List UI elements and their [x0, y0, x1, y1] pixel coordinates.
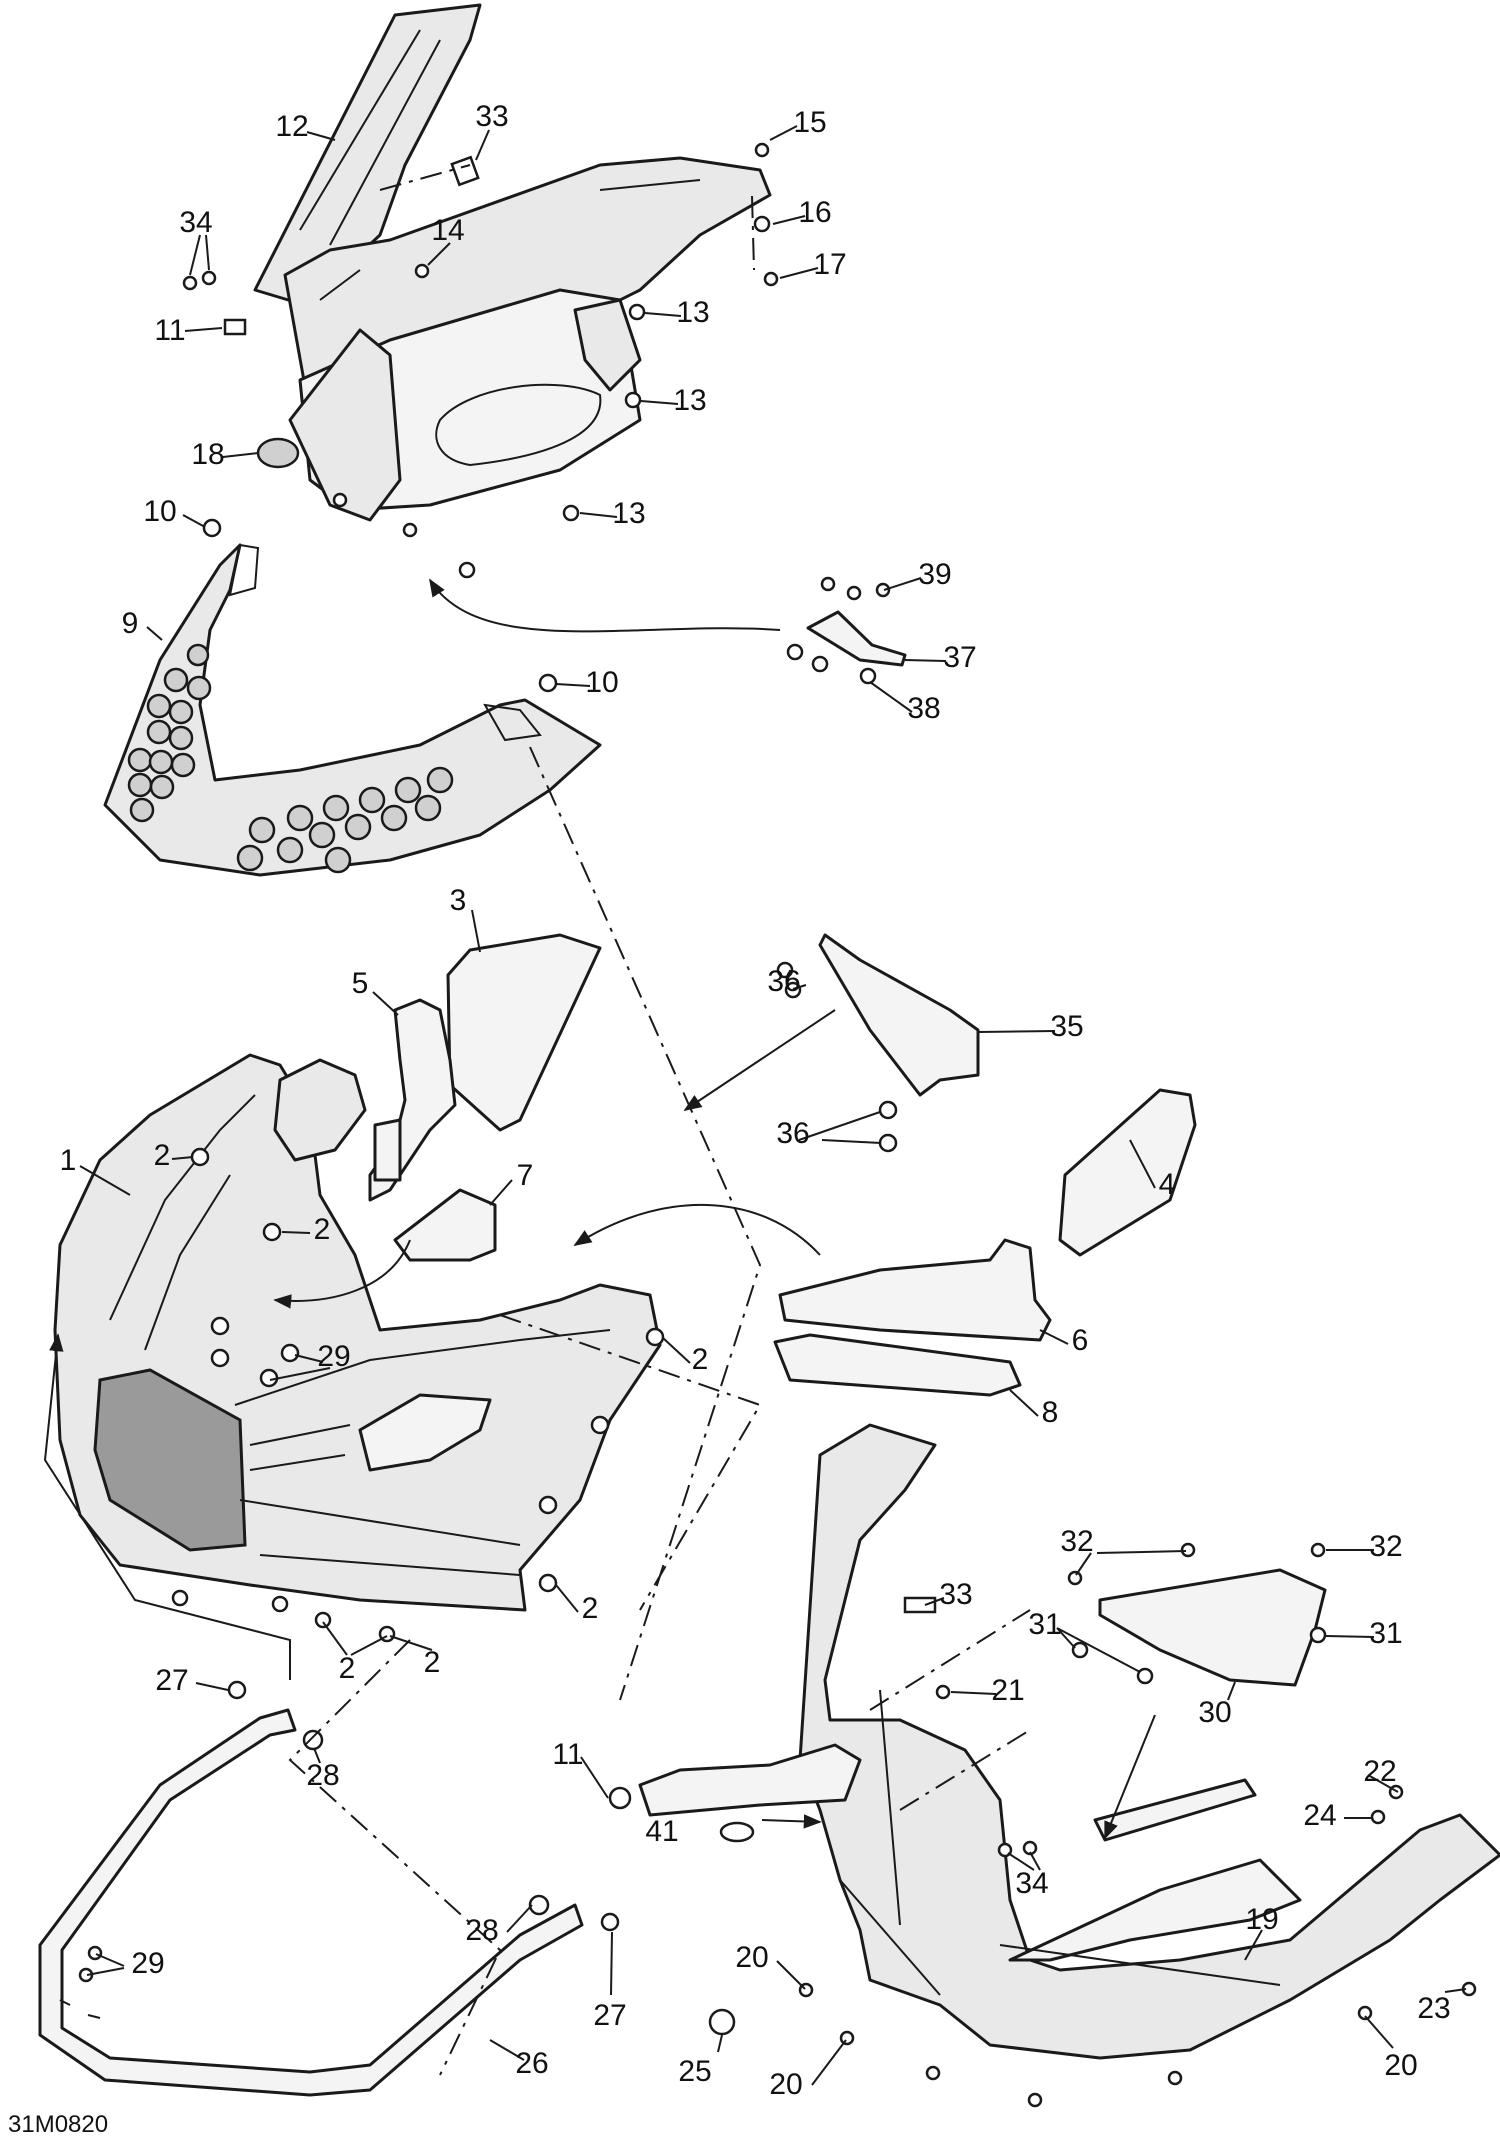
callout-12: 12 [275, 110, 308, 143]
washer-16 [753, 215, 771, 233]
callout-3: 3 [450, 884, 467, 917]
pad-7 [393, 1188, 497, 1262]
callout-11: 11 [154, 314, 185, 347]
callout-15: 15 [793, 106, 826, 139]
callout-37: 37 [943, 641, 976, 674]
callout-17: 17 [813, 248, 846, 281]
callout-20: 20 [1384, 2049, 1417, 2082]
callout-2: 2 [692, 1343, 709, 1376]
callout-26: 26 [515, 2047, 548, 2080]
rivet-34b [201, 270, 217, 286]
callout-28: 28 [465, 1914, 498, 1947]
callout-39: 39 [918, 558, 951, 591]
foam-pads [368, 933, 1197, 1397]
deflector-hardware [202, 518, 558, 693]
front-bumper [38, 1680, 620, 2097]
callout-22: 22 [1363, 1755, 1396, 1788]
callout-19: 19 [1245, 1903, 1278, 1936]
callout-4: 4 [1159, 1168, 1176, 1201]
callout-20: 20 [769, 2068, 802, 2101]
callout-41: 41 [645, 1815, 678, 1848]
upper-dash-panel [253, 3, 772, 522]
screw-17 [763, 271, 779, 287]
nut-13e [402, 522, 418, 538]
assembly-lines [43, 164, 1156, 2076]
clip-33-upper [450, 155, 480, 187]
skid-plate-30 [1067, 1542, 1327, 1687]
grille-mesh [93, 1368, 247, 1552]
bracket-37 [786, 576, 907, 685]
callout-35: 35 [1050, 1010, 1083, 1043]
callout-30: 30 [1198, 1696, 1231, 1729]
callout-1: 1 [60, 1144, 77, 1177]
callout-10: 10 [143, 495, 176, 528]
callout-33: 33 [939, 1578, 972, 1611]
callout-2: 2 [339, 1652, 356, 1685]
callout-27: 27 [593, 1999, 626, 2032]
callout-23: 23 [1417, 1992, 1450, 2025]
callout-20: 20 [735, 1941, 768, 1974]
pad-3 [446, 933, 602, 1132]
callout-2: 2 [582, 1592, 599, 1625]
pad-5-lower [373, 1118, 402, 1182]
callout-24: 24 [1303, 1799, 1336, 1832]
nut-13f [332, 492, 348, 508]
pad-8 [773, 1333, 1022, 1397]
front-cowl [53, 1053, 665, 1643]
top-deflector [103, 543, 602, 877]
callout-32: 32 [1060, 1525, 1093, 1558]
callout-8: 8 [1042, 1396, 1059, 1429]
callout-34: 34 [179, 206, 212, 239]
callout-11: 11 [552, 1738, 583, 1771]
callout-25: 25 [678, 2055, 711, 2088]
belly-pan [608, 1423, 1500, 2108]
callout-21: 21 [991, 1674, 1024, 1707]
callout-2: 2 [314, 1213, 331, 1246]
callout-13: 13 [673, 384, 706, 417]
callout-18: 18 [191, 438, 224, 471]
plug-18 [256, 437, 300, 469]
callout-31: 31 [1369, 1617, 1402, 1650]
callout-5: 5 [352, 967, 369, 1000]
callout-10: 10 [585, 666, 618, 699]
deflector-holes [127, 643, 454, 874]
callout-34: 34 [1015, 1867, 1048, 1900]
callout-2: 2 [424, 1646, 441, 1679]
callout-36: 36 [767, 965, 800, 998]
callout-9: 9 [122, 607, 139, 640]
callout-32: 32 [1369, 1530, 1402, 1563]
rivet-14 [414, 263, 430, 279]
callout-36: 36 [776, 1117, 809, 1150]
screw-15 [754, 142, 770, 158]
callout-14: 14 [431, 214, 464, 247]
callout-6: 6 [1072, 1324, 1089, 1357]
callout-29: 29 [131, 1947, 164, 1980]
nut-13b [624, 391, 642, 409]
upper-hardware [182, 142, 779, 579]
callout-13: 13 [676, 296, 709, 329]
nut-13c [562, 504, 580, 522]
callout-27: 27 [155, 1664, 188, 1697]
rivet-34a [182, 275, 198, 291]
pad-4 [1058, 1088, 1197, 1257]
callout-28: 28 [306, 1759, 339, 1792]
callout-33: 33 [475, 100, 508, 133]
callout-38: 38 [907, 692, 940, 725]
clip-11-upper [223, 318, 247, 336]
leader-lines [79, 125, 1467, 2086]
callout-2: 2 [154, 1139, 171, 1172]
callout-13: 13 [612, 497, 645, 530]
figure-code: 31M0820 [8, 2111, 108, 2138]
nut-13a [628, 303, 646, 321]
nut-13d [458, 561, 476, 579]
callout-31: 31 [1028, 1608, 1061, 1641]
callout-29: 29 [317, 1340, 350, 1373]
pad-6 [778, 1238, 1052, 1342]
callout-7: 7 [517, 1159, 534, 1192]
callout-16: 16 [798, 196, 831, 229]
